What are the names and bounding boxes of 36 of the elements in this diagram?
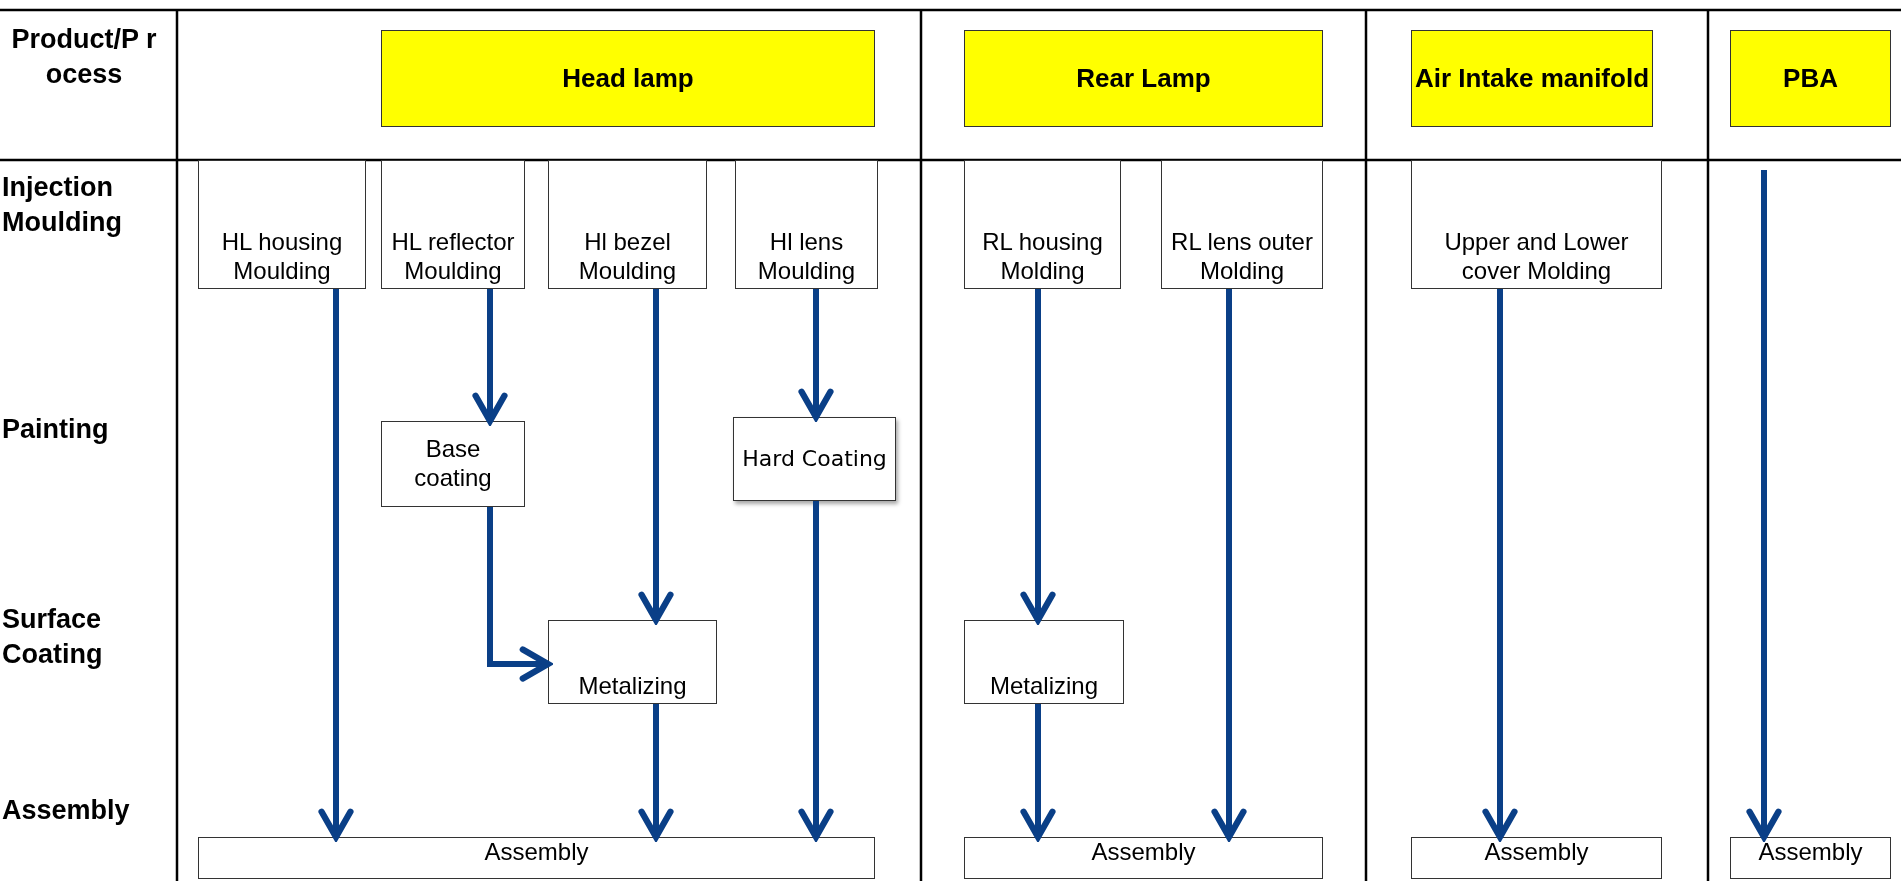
process-box: HL housing Moulding (198, 160, 366, 289)
process-box: Assembly (964, 837, 1323, 879)
process-box: Base coating (381, 421, 525, 507)
row-header: Surface Coating (2, 603, 104, 672)
product-header-box: Rear Lamp (964, 30, 1323, 127)
product-header-box: Air Intake manifold (1411, 30, 1653, 127)
product-header-box: Head lamp (381, 30, 875, 127)
process-box: Hl bezel Moulding (548, 160, 707, 289)
process-box: Metalizing (548, 620, 717, 704)
process-box: Assembly (198, 837, 875, 879)
arrow (487, 507, 552, 682)
arrow (1020, 704, 1056, 841)
row-header: Injection Moulding (2, 171, 123, 240)
process-box: Upper and Lower cover Molding (1411, 160, 1662, 289)
product-header-box: PBA (1730, 30, 1891, 127)
arrow (638, 704, 674, 841)
process-box: Metalizing (964, 620, 1124, 704)
arrow (472, 289, 508, 425)
arrow (1482, 289, 1518, 841)
process-box: RL housing Molding (964, 160, 1121, 289)
process-box: RL lens outer Molding (1161, 160, 1323, 289)
arrow (1746, 170, 1782, 841)
process-box: Assembly (1730, 837, 1891, 879)
arrow (798, 501, 834, 841)
row-header: Assembly (2, 794, 131, 827)
row-header: Painting (2, 413, 110, 446)
process-box: Hard Coating (733, 417, 896, 501)
process-box: Assembly (1411, 837, 1662, 879)
row-header: Product/P rocess (10, 23, 158, 92)
process-box: HL reflector Moulding (381, 160, 525, 289)
arrow (318, 289, 354, 841)
process-box: Hl lens Moulding (735, 160, 878, 289)
arrow (1020, 289, 1056, 624)
arrow (638, 289, 674, 624)
arrow (1211, 289, 1247, 841)
arrow (798, 289, 834, 421)
